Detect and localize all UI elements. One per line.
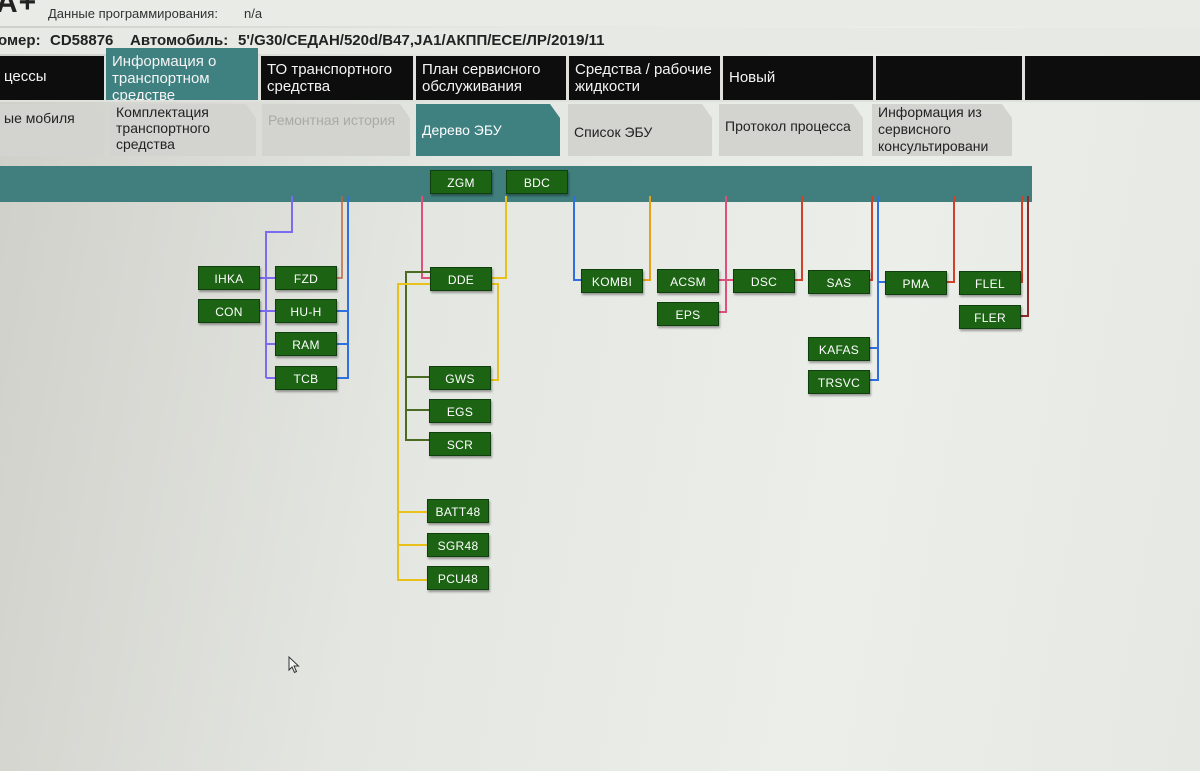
ecu-con[interactable]: CON [198, 299, 260, 323]
ecu-pcu48[interactable]: PCU48 [427, 566, 489, 590]
ecu-ihka[interactable]: IHKA [198, 266, 260, 290]
ecu-ram[interactable]: RAM [275, 332, 337, 356]
programming-data-label: Данные программирования: [48, 6, 218, 21]
app-logo: A+ [0, 0, 38, 19]
ecu-fler[interactable]: FLER [959, 305, 1021, 329]
ecu-dde[interactable]: DDE [430, 267, 492, 291]
ecu-flel[interactable]: FLEL [959, 271, 1021, 295]
subtab-vehicle-data[interactable]: ые мобиля [0, 104, 104, 156]
ecu-kafas[interactable]: KAFAS [808, 337, 870, 361]
ecu-zgm[interactable]: ZGM [430, 170, 492, 194]
subtab-process-log[interactable]: Протокол процесса [719, 104, 863, 156]
subtab-repair-history: Ремонтная история [262, 104, 410, 156]
top-header: A+ Данные программирования: n/a [0, 0, 1200, 26]
ecu-fzd[interactable]: FZD [275, 266, 337, 290]
ecu-acsm[interactable]: ACSM [657, 269, 719, 293]
ecu-pma[interactable]: PMA [885, 271, 947, 295]
subtab-service-consulting[interactable]: Информация из сервисного консультировани [872, 104, 1012, 156]
programming-data-value: n/a [244, 6, 263, 21]
ecu-batt48[interactable]: BATT48 [427, 499, 489, 523]
ecu-sgr48[interactable]: SGR48 [427, 533, 489, 557]
tab-vehicle-maintenance[interactable]: ТО транспортного средства [261, 56, 413, 100]
ecu-kombi[interactable]: KOMBI [581, 269, 643, 293]
tab-fluids[interactable]: Средства / рабочие жидкости [569, 56, 720, 100]
tab-processes[interactable]: цессы [0, 56, 104, 100]
ecu-eps[interactable]: EPS [657, 302, 719, 326]
ecu-tcb[interactable]: TCB [275, 366, 337, 390]
vehicle-value: 5'/G30/СЕДАН/520d/B47,JA1/АКПП/ЕСЕ/ЛР/20… [238, 32, 605, 49]
ecu-dsc[interactable]: DSC [733, 269, 795, 293]
ecu-egs[interactable]: EGS [429, 399, 491, 423]
ecu-gws[interactable]: GWS [429, 366, 491, 390]
ecu-scr[interactable]: SCR [429, 432, 491, 456]
vehicle-label: Автомобиль: [130, 32, 229, 49]
sub-tab-bar: ые мобиля Комплектация транспортного сре… [0, 104, 1200, 160]
main-tab-bar: цессы Информация о транспортном средстве… [0, 48, 1200, 102]
subtab-ecu-list[interactable]: Список ЭБУ [568, 104, 712, 156]
tab-empty-2[interactable] [1025, 56, 1200, 100]
tab-empty-1[interactable] [876, 56, 1022, 100]
ecu-trsvc[interactable]: TRSVC [808, 370, 870, 394]
ecu-bdc[interactable]: BDC [506, 170, 568, 194]
subtab-ecu-tree[interactable]: Дерево ЭБУ [416, 104, 560, 156]
order-number-value: CD58876 [50, 32, 114, 49]
mouse-cursor-icon [288, 656, 300, 674]
ecu-sas[interactable]: SAS [808, 270, 870, 294]
order-number-label: омер: [0, 32, 41, 49]
ecu-hu-h[interactable]: HU-H [275, 299, 337, 323]
tab-service-plan[interactable]: План сервисного обслуживания [416, 56, 566, 100]
tab-vehicle-information[interactable]: Информация о транспортном средстве [106, 48, 258, 100]
subtab-vehicle-equipment[interactable]: Комплектация транспортного средства [110, 104, 256, 156]
tab-new[interactable]: Новый [723, 56, 873, 100]
